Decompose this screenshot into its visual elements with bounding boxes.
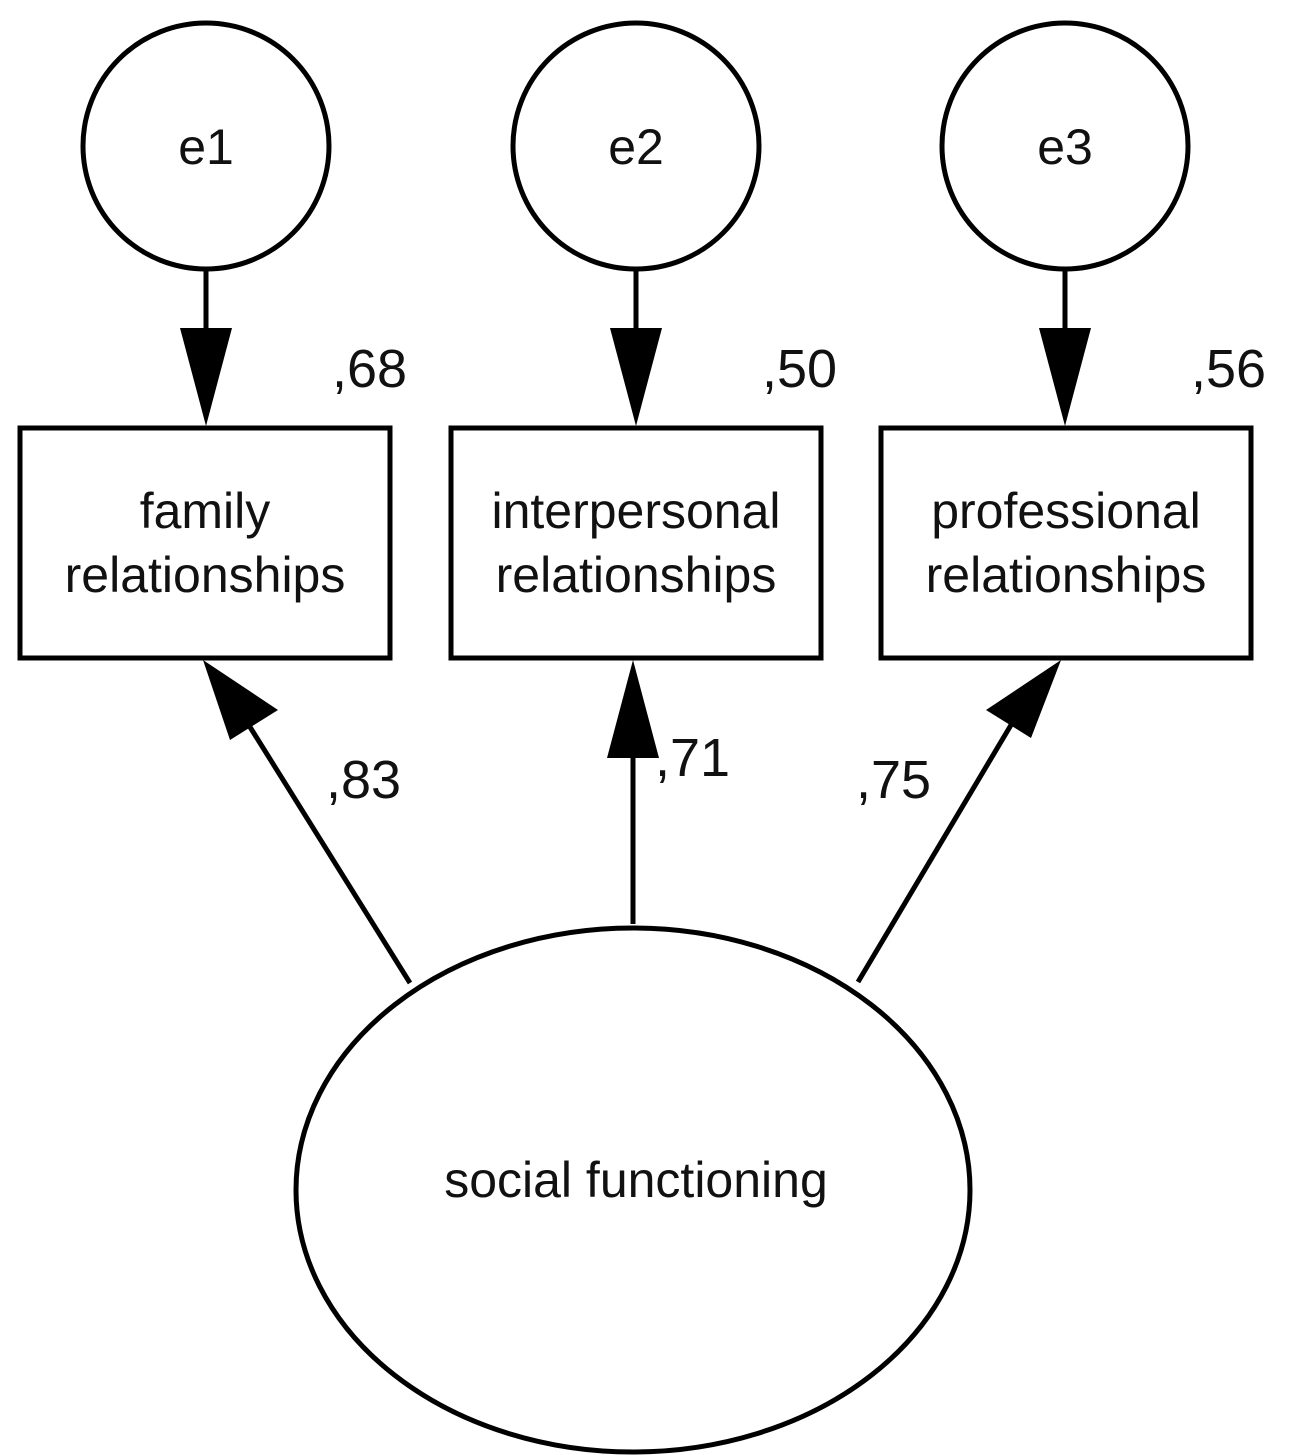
loading-interpersonal: ,71 xyxy=(655,728,730,788)
loading-arrow-professional xyxy=(855,660,1061,984)
error-term-label: e3 xyxy=(1037,119,1093,175)
r-squared-professional: ,56 xyxy=(1191,339,1266,399)
observed-family-relationships: family relationships xyxy=(17,425,393,661)
error-arrow-e1 xyxy=(180,270,232,426)
error-term-label: e2 xyxy=(608,119,664,175)
observed-label-line2: relationships xyxy=(65,547,346,603)
error-term-e3: e3 xyxy=(939,20,1191,272)
observed-label-line2: relationships xyxy=(926,547,1207,603)
latent-social-functioning: social functioning xyxy=(293,925,973,1455)
error-arrow-e2 xyxy=(610,270,662,426)
loading-professional: ,75 xyxy=(856,750,931,810)
error-arrow-e3 xyxy=(1039,270,1091,426)
observed-label-line1: professional xyxy=(931,483,1201,539)
observed-interpersonal-relationships: interpersonal relationships xyxy=(448,425,824,661)
r-squared-family: ,68 xyxy=(332,339,407,399)
error-term-label: e1 xyxy=(178,119,234,175)
error-term-e1: e1 xyxy=(80,20,332,272)
error-term-e2: e2 xyxy=(510,20,762,272)
observed-label-line2: relationships xyxy=(496,547,777,603)
loading-arrow-interpersonal xyxy=(607,660,659,924)
loading-arrow-family xyxy=(203,660,413,985)
observed-label-line1: interpersonal xyxy=(491,483,780,539)
observed-professional-relationships: professional relationships xyxy=(878,425,1254,661)
r-squared-interpersonal: ,50 xyxy=(762,339,837,399)
latent-label: social functioning xyxy=(444,1152,828,1208)
observed-label-line1: family xyxy=(140,483,271,539)
loading-family: ,83 xyxy=(326,750,401,810)
